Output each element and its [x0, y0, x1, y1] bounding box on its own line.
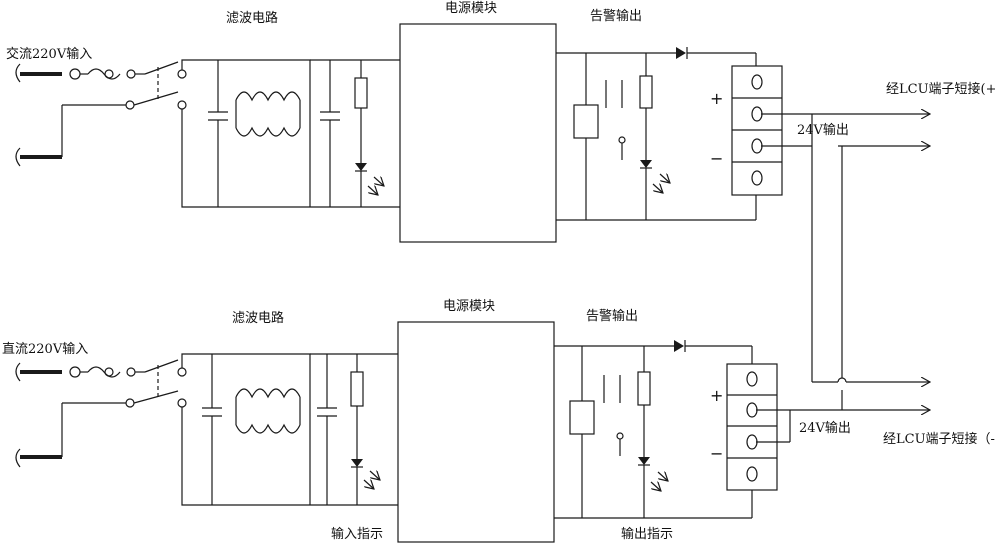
lower-24v-label: 24V输出 [799, 420, 851, 436]
interconnect-wiring [811, 114, 930, 382]
lower-fuse [87, 366, 121, 378]
upper-inductor-2 [235, 126, 301, 137]
lower-output-resistor [637, 371, 651, 406]
upper-switch-blade [144, 61, 179, 75]
lower-circuit: 直流220V输入 滤波电路 电源模块 告警输出 [2, 299, 995, 543]
upper-input-plug-1 [15, 63, 62, 83]
upper-fuse [87, 68, 121, 80]
upper-power-module [399, 23, 557, 243]
lower-input-resistor [350, 371, 364, 407]
upper-plus-sign: + [710, 89, 723, 108]
lower-terminal-block [726, 363, 778, 491]
lower-input-plug-2 [15, 448, 62, 468]
output-indicator-label: 输出指示 [621, 526, 673, 542]
upper-input-plug-2 [15, 147, 62, 167]
lower-input-plug-1 [15, 362, 62, 382]
lower-minus-sign: − [710, 444, 723, 463]
lower-inductor-1 [235, 388, 301, 399]
upper-input-resistor [354, 77, 368, 109]
lower-module-label: 电源模块 [443, 299, 495, 314]
upper-24v-label: 24V输出 [797, 122, 849, 138]
lower-filter-label: 滤波电路 [232, 310, 284, 326]
upper-terminal [69, 68, 81, 80]
upper-inductor-1 [235, 91, 301, 102]
upper-alarm-label: 告警输出 [590, 8, 642, 24]
lower-lcu-label: 经LCU端子短接（-） [883, 431, 995, 447]
upper-output-resistor [639, 75, 653, 109]
upper-filter-label: 滤波电路 [226, 10, 278, 26]
upper-input-label: 交流220V输入 [6, 46, 92, 62]
upper-circuit: 交流220V输入 滤波电路 电源模块 告警输出 [6, 1, 995, 243]
lower-input-label: 直流220V输入 [2, 341, 88, 357]
lower-switch-blade [144, 359, 179, 373]
upper-lcu-label: 经LCU端子短接(+) [886, 81, 995, 97]
lower-power-module [397, 321, 555, 543]
upper-module-label: 电源模块 [445, 1, 497, 16]
lower-plus-sign: + [710, 386, 723, 405]
lower-inductor-2 [235, 423, 301, 434]
lower-alarm-label: 告警输出 [586, 308, 638, 324]
upper-minus-sign: − [710, 149, 723, 168]
upper-relay-coil [573, 104, 599, 139]
lower-relay-coil [569, 400, 595, 435]
input-indicator-label: 输入指示 [331, 526, 383, 542]
